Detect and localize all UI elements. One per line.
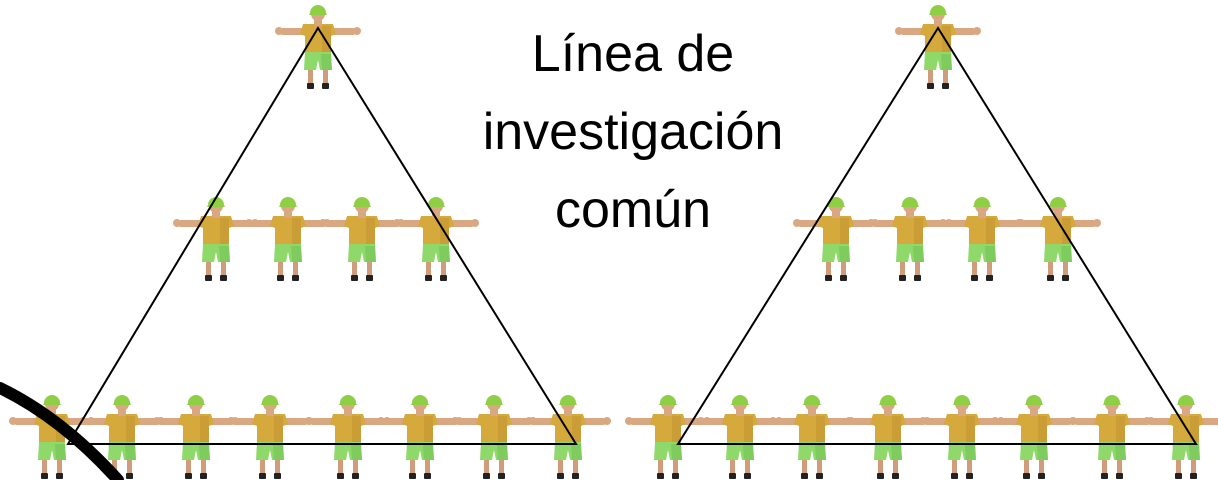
person-figure <box>245 197 331 281</box>
person-figure <box>153 395 239 479</box>
person-figure <box>173 197 259 281</box>
title-line-1: Línea de <box>532 25 734 83</box>
person-figure <box>625 395 711 479</box>
person-figure <box>319 197 405 281</box>
left-pyramid-triangle <box>66 26 578 445</box>
title-block: Línea de investigación común <box>483 25 784 239</box>
person-figure <box>939 197 1025 281</box>
person-figure <box>991 395 1077 479</box>
person-figure <box>1143 395 1218 479</box>
left-pyramid <box>9 5 611 479</box>
person-figure <box>525 395 611 479</box>
person-figure <box>451 395 537 479</box>
person-figure <box>377 395 463 479</box>
person-figure <box>867 197 953 281</box>
person-figure <box>845 395 931 479</box>
person-figure <box>769 395 855 479</box>
person-figure <box>697 395 783 479</box>
right-pyramid <box>625 5 1218 479</box>
person-figure <box>1069 395 1155 479</box>
person-figure <box>227 395 313 479</box>
person-figure <box>305 395 391 479</box>
person-figure <box>919 395 1005 479</box>
person-figure <box>79 395 165 479</box>
right-pyramid-triangle <box>676 26 1198 445</box>
curved-stroke <box>0 382 124 480</box>
title-line-3: común <box>555 181 711 239</box>
title-line-2: investigación <box>483 103 784 161</box>
